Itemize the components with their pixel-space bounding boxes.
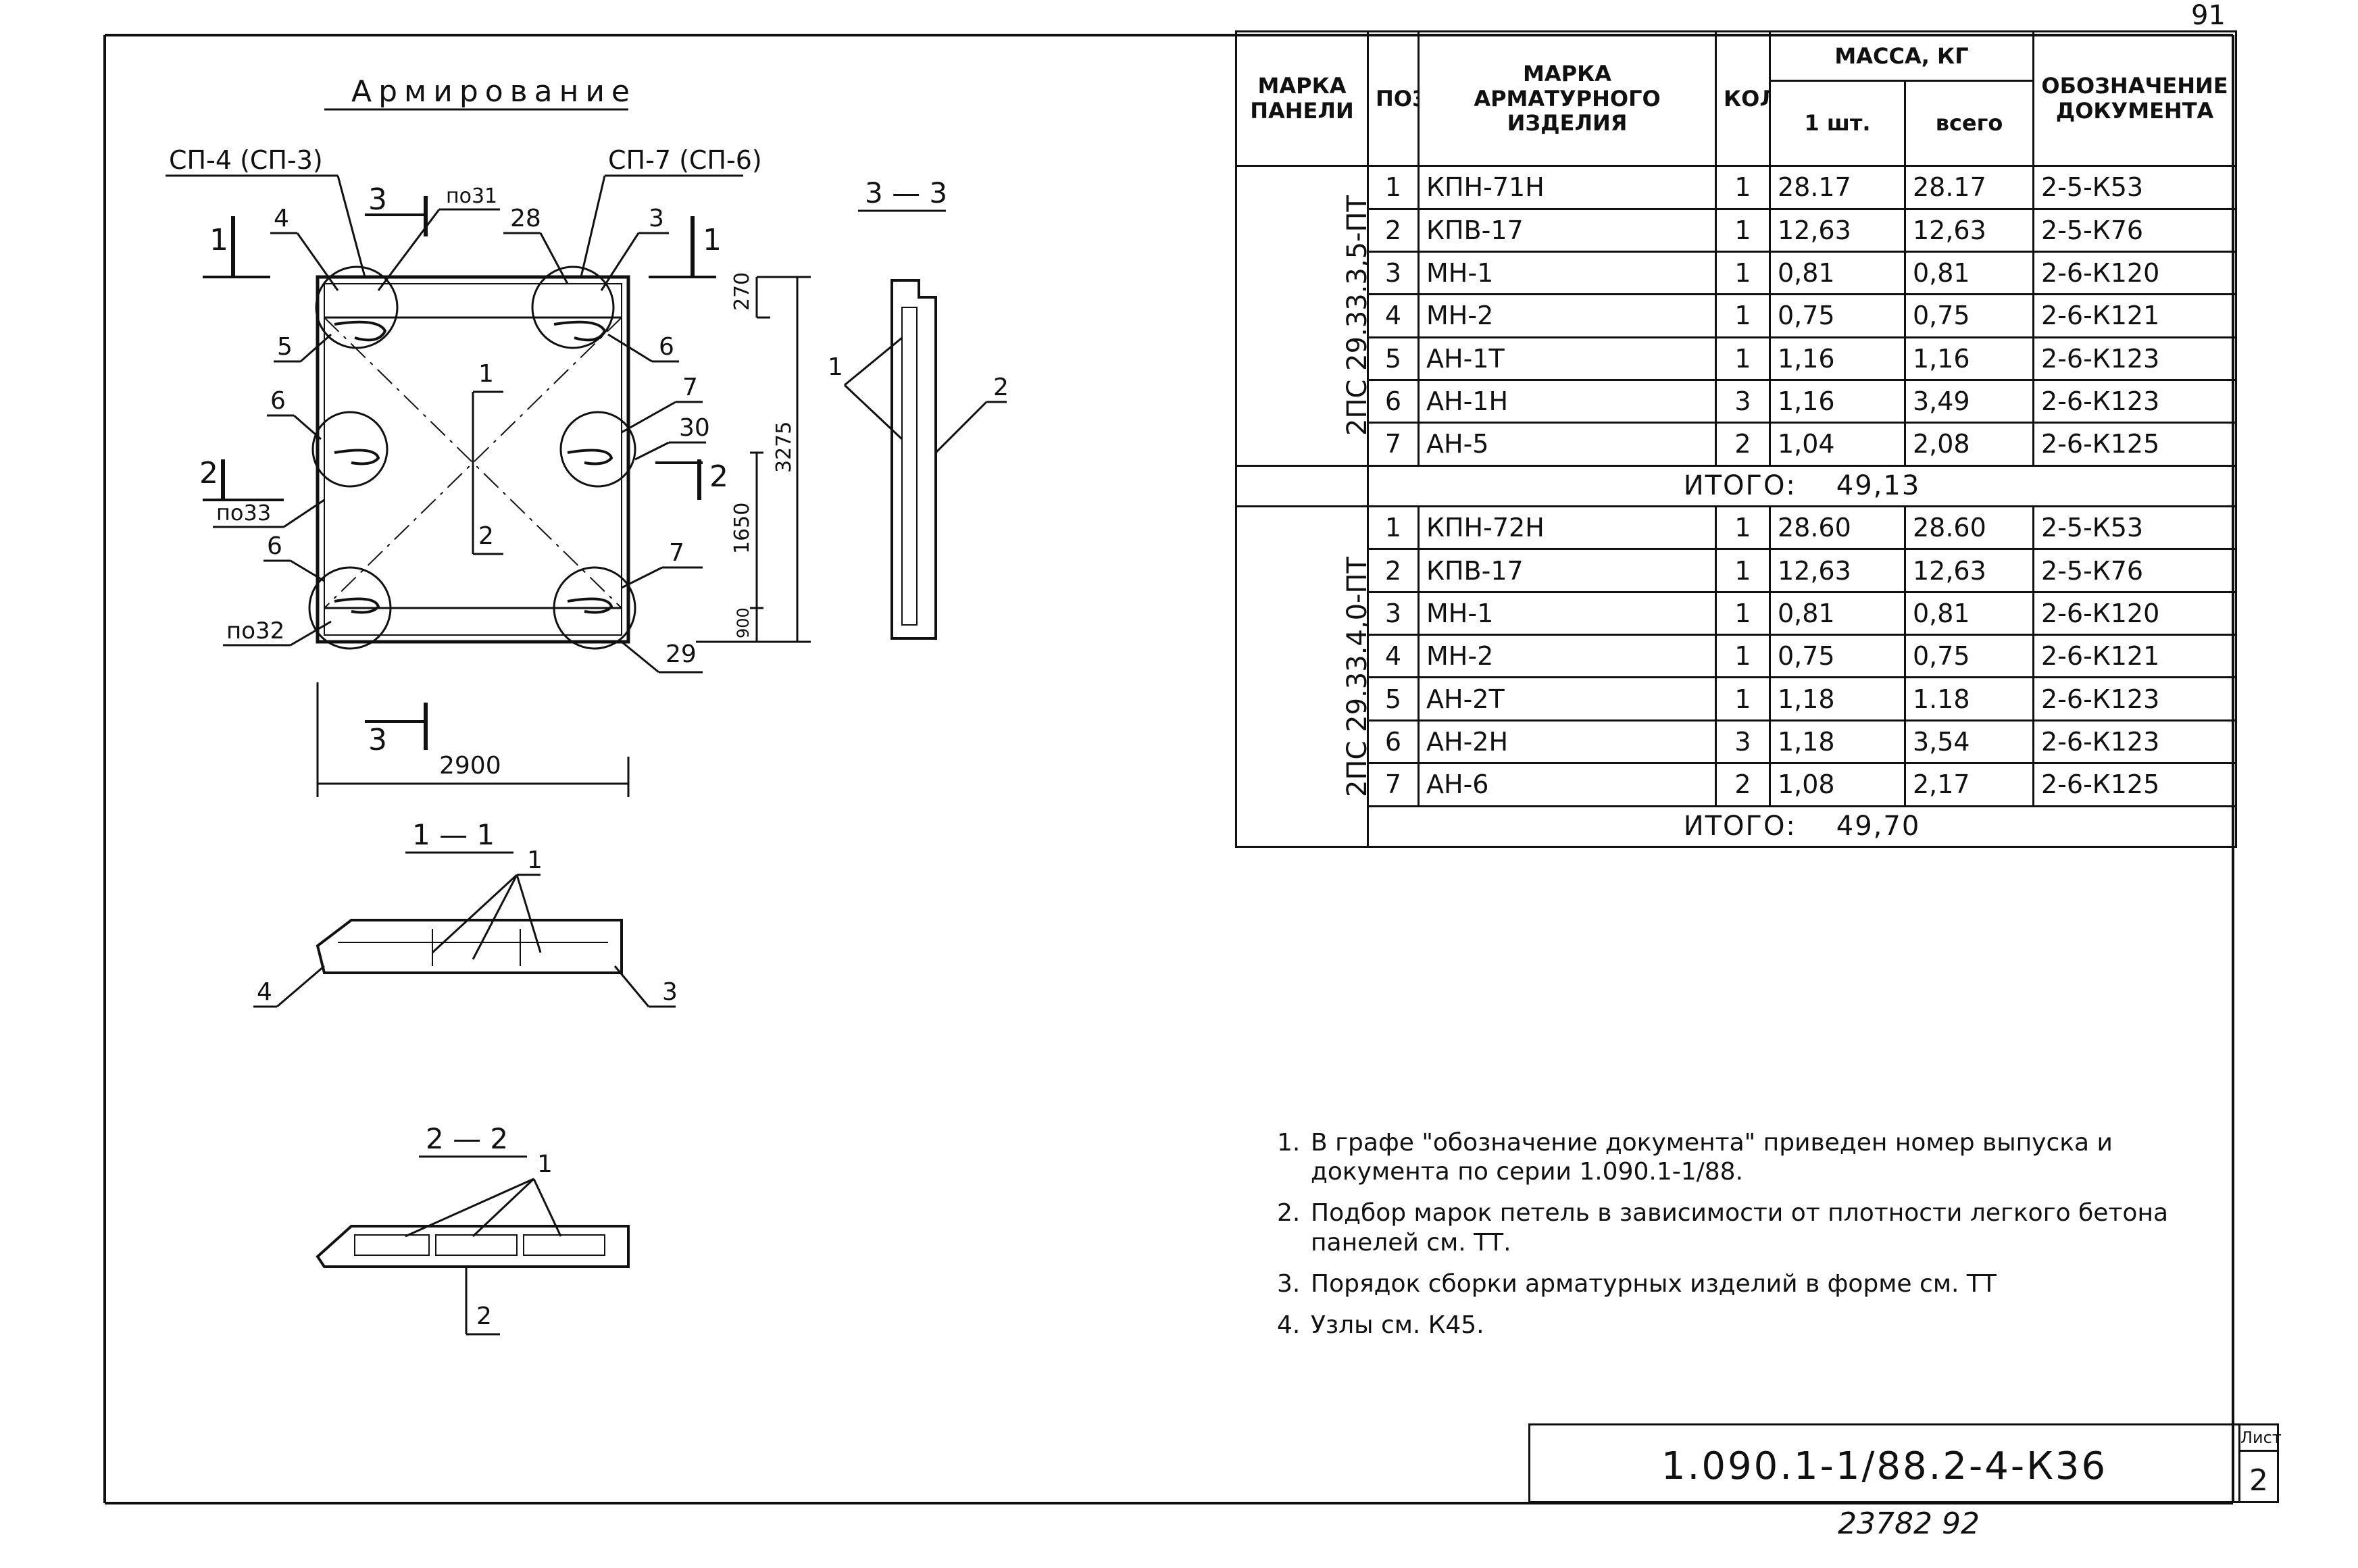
svg-text:2: 2 bbox=[709, 459, 728, 494]
svg-text:270: 270 bbox=[730, 272, 754, 311]
dimensions bbox=[316, 276, 811, 797]
section-2-2-label-2: 2 bbox=[476, 1303, 492, 1330]
section-1-1-drawing bbox=[316, 919, 623, 974]
svg-text:2: 2 bbox=[199, 456, 218, 490]
section-1-1-label-4: 4 bbox=[257, 978, 272, 1006]
svg-text:900: 900 bbox=[734, 607, 753, 638]
svg-text:3: 3 bbox=[368, 723, 387, 757]
note-item: 1.В графе "обозначение документа" привед… bbox=[1277, 1129, 2113, 1186]
svg-text:2: 2 bbox=[478, 522, 494, 550]
note-item: 3.Порядок сборки арматурных изделий в фо… bbox=[1277, 1269, 1997, 1298]
document-code: 1.090.1-1/88.2-4-К36 bbox=[1661, 1444, 2108, 1488]
panel-mark-cell: 2ПС 29.33.3,5-ПТ bbox=[1235, 165, 1369, 467]
svg-text:30: 30 bbox=[679, 414, 710, 442]
section-3-3-label-1: 1 bbox=[828, 353, 843, 381]
section-2-2-title: 2 — 2 bbox=[426, 1122, 508, 1155]
svg-text:6: 6 bbox=[659, 333, 674, 361]
note-item: 4.Узлы см. К45. bbox=[1277, 1311, 1484, 1339]
corner-page-number: 91 bbox=[2191, 0, 2226, 31]
section-3-3-drawing bbox=[890, 279, 937, 640]
svg-text:29: 29 bbox=[666, 640, 697, 668]
svg-text:4: 4 bbox=[274, 205, 289, 232]
svg-text:6: 6 bbox=[267, 532, 282, 560]
svg-text:по33: по33 bbox=[216, 500, 271, 526]
section-1-1-label-3: 3 bbox=[662, 978, 678, 1006]
panel-plan bbox=[316, 275, 630, 644]
header-mass-total: всего bbox=[1904, 80, 2034, 168]
total-row: ИТОГО: 49,13 bbox=[1235, 464, 2237, 508]
svg-text:1650: 1650 bbox=[730, 503, 754, 554]
pos-labels: 4 по31 28 3 5 6 7 30 6 7 по33 по32 bbox=[213, 184, 710, 674]
reinforcement-title: Армирование bbox=[351, 74, 636, 109]
total-row: ИТОГО: 49,70 bbox=[1236, 805, 2237, 849]
section-3-3-title: 3 — 3 bbox=[865, 176, 947, 209]
sheet-label: Лист bbox=[2240, 1428, 2282, 1452]
section-1-1-label-1: 1 bbox=[527, 846, 543, 874]
header-panel-mark: МАРКА ПАНЕЛИ bbox=[1235, 30, 1369, 168]
header-mass-one: 1 шт. bbox=[1769, 80, 1906, 168]
header-pos: ПОЗ bbox=[1367, 30, 1420, 168]
dimension-texts: 2900 270 3275 1650 900 bbox=[439, 272, 796, 780]
section-3-3-label-2: 2 bbox=[993, 374, 1009, 401]
svg-text:28: 28 bbox=[510, 205, 541, 232]
note-item: 2.Подбор марок петель в зависимости от п… bbox=[1277, 1199, 2169, 1257]
svg-text:5: 5 bbox=[277, 333, 293, 361]
header-qty: КОЛ. bbox=[1715, 30, 1771, 168]
label-sp4: СП-4 (СП-3) bbox=[169, 145, 323, 175]
svg-text:7: 7 bbox=[682, 374, 698, 401]
svg-text:3275: 3275 bbox=[772, 422, 796, 473]
svg-text:1: 1 bbox=[209, 223, 228, 257]
svg-text:7: 7 bbox=[669, 539, 684, 567]
header-doc: ОБОЗНАЧЕНИЕ ДОКУМЕНТА bbox=[2032, 30, 2237, 168]
svg-text:1: 1 bbox=[703, 223, 722, 257]
notes: 1.В графе "обозначение документа" привед… bbox=[1277, 1128, 2189, 1352]
section-1-1-title: 1 — 1 bbox=[412, 818, 495, 851]
specification-table: МАРКА ПАНЕЛИ ПОЗ МАРКА АРМАТУРНОГО ИЗДЕЛ… bbox=[1235, 30, 2237, 849]
section-marks: 1 1 2 2 3 3 bbox=[199, 182, 728, 757]
sheet-number-box: Лист 2 bbox=[2238, 1423, 2282, 1503]
svg-text:по32: по32 bbox=[226, 617, 284, 644]
header-item-mark: МАРКА АРМАТУРНОГО ИЗДЕЛИЯ bbox=[1418, 30, 1717, 168]
svg-text:3: 3 bbox=[649, 205, 664, 232]
svg-text:3: 3 bbox=[368, 182, 387, 217]
title-block: 1.090.1-1/88.2-4-К36 bbox=[1528, 1423, 2238, 1503]
sheet-number: 2 bbox=[2249, 1463, 2268, 1498]
section-2-2-label-1: 1 bbox=[537, 1150, 553, 1178]
section-2-2-drawing bbox=[316, 1225, 630, 1268]
label-sp7: СП-7 (СП-6) bbox=[608, 145, 762, 175]
header-mass: МАССА, КГ bbox=[1769, 30, 2034, 82]
svg-text:2900: 2900 bbox=[439, 752, 501, 780]
detail-circles bbox=[308, 265, 636, 650]
loop-hooks bbox=[334, 320, 613, 614]
svg-text:6: 6 bbox=[270, 387, 286, 415]
panel-mark-cell: 2ПС 29.33.4,0-ПТ bbox=[1235, 505, 1369, 848]
svg-text:1: 1 bbox=[478, 360, 494, 388]
svg-text:по31: по31 bbox=[446, 184, 497, 208]
handwritten-number: 23782 92 bbox=[1838, 1507, 1980, 1541]
